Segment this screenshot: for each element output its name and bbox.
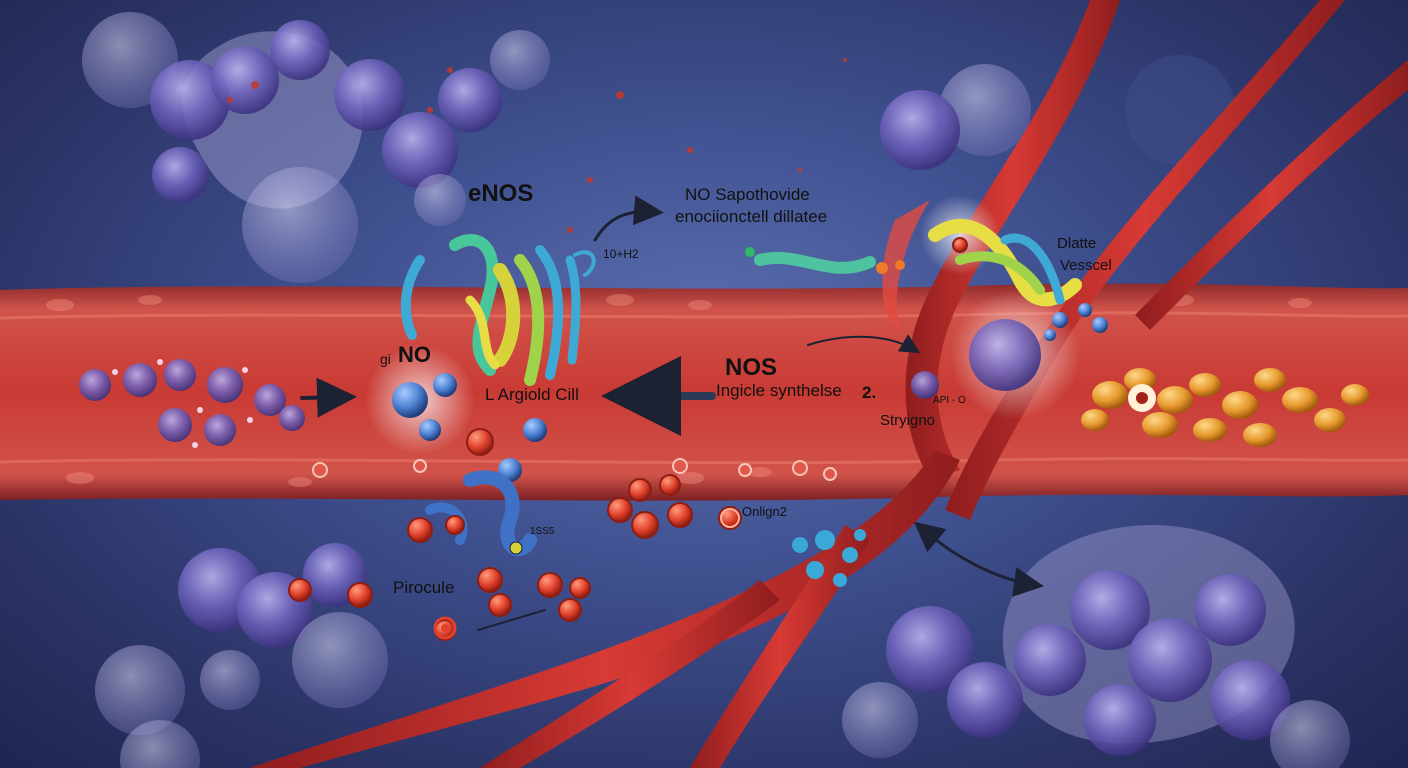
label-api-o: API - O bbox=[933, 395, 966, 406]
particles bbox=[227, 58, 847, 233]
arrows bbox=[300, 195, 1044, 631]
cell-small-nos bbox=[911, 371, 939, 399]
cell-cluster-bottom-right bbox=[842, 525, 1350, 768]
arrow-flow-left bbox=[300, 377, 357, 418]
red-blood-cell-cluster bbox=[1081, 368, 1369, 447]
label-dilate: Dlatte bbox=[1057, 235, 1097, 252]
label-vessel: Vesscel bbox=[1060, 257, 1112, 274]
label-nos: NOS bbox=[725, 354, 778, 381]
arrow-bidirectional bbox=[913, 521, 1044, 597]
label-no: NO bbox=[398, 342, 431, 367]
label-step-2: 2. bbox=[862, 383, 877, 402]
enos-protein-ribbon bbox=[400, 234, 596, 386]
label-tss5: 1SS5 bbox=[530, 526, 555, 537]
molecule-cluster-left bbox=[79, 359, 305, 448]
cell-cluster-bottom-left bbox=[95, 543, 388, 768]
label-no-sapothovide: NO Sapothovide bbox=[685, 185, 810, 204]
cell-cluster-top-left bbox=[82, 12, 550, 283]
arrow-no-release bbox=[593, 195, 664, 242]
label-l-argiold-cill: L Argiold Cill bbox=[485, 385, 579, 404]
label-pirocule: Pirocule bbox=[393, 578, 455, 597]
label-formula-10h2: 10+H2 bbox=[603, 247, 639, 261]
label-strygno: Stryigno bbox=[880, 412, 936, 429]
protein-ribbon-green bbox=[745, 218, 1082, 307]
blood-vessel-branches bbox=[250, 0, 1408, 768]
red-molecules bbox=[288, 237, 968, 641]
label-gi: gi bbox=[380, 351, 391, 367]
label-enos: eNOS bbox=[468, 180, 534, 207]
ring-molecule bbox=[433, 508, 740, 640]
cell-junction bbox=[969, 319, 1041, 391]
label-enociionctell-dillatee: enociionctell dillatee bbox=[675, 207, 828, 226]
arrow-nos-curve bbox=[807, 334, 921, 354]
line-pirocule bbox=[477, 609, 546, 631]
label-onign2: Onlign2 bbox=[742, 504, 787, 519]
label-ingicle-synthese: Ingicle synthelse bbox=[716, 381, 842, 400]
